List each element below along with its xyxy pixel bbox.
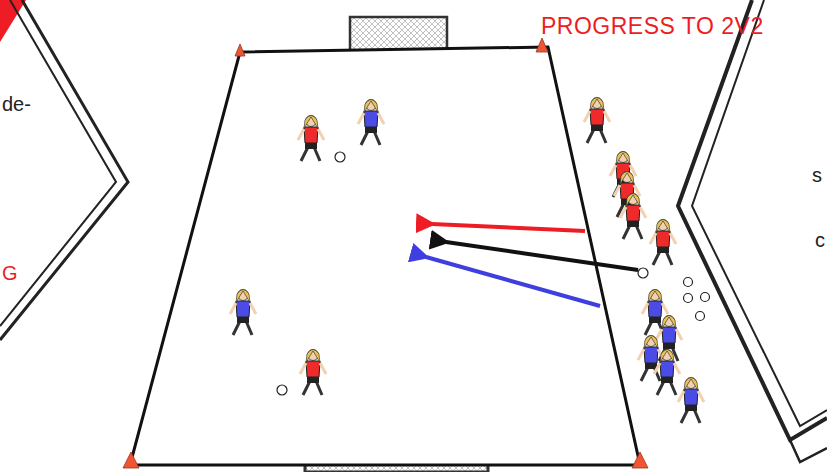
pass-arrow [446,242,638,270]
panel-text-fragment: de- [2,93,31,116]
panel-frame [0,0,128,340]
players [230,98,704,424]
balls [277,152,710,395]
goal [350,17,447,52]
run-arrow [426,257,600,306]
panel-frame [678,0,827,440]
run-arrow [432,224,585,231]
panel-frame [790,440,827,462]
pitch [130,47,640,465]
panel-frame [0,0,116,326]
panel-frame [692,0,827,426]
panel-text-fragment: c [815,229,825,252]
drill-title: PROGRESS TO 2V2 [541,13,764,40]
cones [123,38,648,468]
panel-text-fragment: s [812,164,822,187]
panel-text-fragment: G [2,262,18,285]
